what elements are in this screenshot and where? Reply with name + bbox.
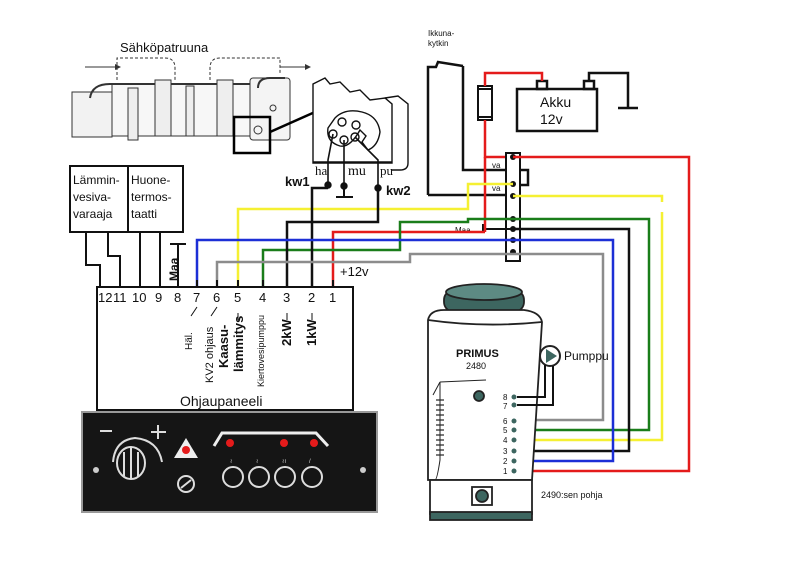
connector-highlight-box [232,115,272,155]
fuse [477,85,493,121]
va-label-bottom: va [492,184,501,193]
wire-red-battery [483,71,544,86]
label-circulation-pump: Kiertovesipumppu [256,315,266,387]
pump-label: Pumppu [564,349,609,363]
svg-text:≀≀: ≀≀ [282,459,287,465]
boiler-terminal-1: 1 [503,467,508,476]
maa-label-terminal-8: Maa [167,257,181,281]
terminal-7: 7 [193,290,200,305]
boiler-terminal-2: 2 [503,457,508,466]
pin-label-pu: pu [380,163,394,178]
water-heater-label-3: varaaja [73,207,113,221]
pump [517,345,561,406]
label-kv2-control: KV2 ohjaus [204,326,216,383]
thermostat-label-3: taatti [131,207,157,221]
boiler-terminal-8: 8 [503,393,508,402]
boiler-base-note: 2490:sen pohja [541,490,603,500]
heater-cartridge: Sähköpatruuna [71,40,316,155]
boiler-terminal-5: 5 [503,426,508,435]
label-1kw: 1kW [304,319,319,346]
control-panel-box [96,286,354,411]
window-switch [426,60,530,197]
terminal-4: 4 [259,290,266,305]
panel-button-1[interactable] [222,466,244,488]
window-switch-label-1: Ikkuna- [428,29,455,38]
wire-red-fuse-to-block [483,120,512,159]
boiler-brand: PRIMUS [456,348,499,360]
led-3 [280,439,288,447]
label-gas-heating-1: Kaasu- [216,325,231,368]
terminal-stubs [99,280,334,287]
panel-button-4[interactable] [301,466,323,488]
va-label-top: va [492,161,501,170]
ground-label-block: Maa [455,226,471,235]
control-panel-title: Ohjaupaneeli [180,393,263,409]
terminal-10: 10 [132,290,146,305]
water-heater-label-1: Lämmin- [73,173,120,187]
wire-yellow-gas-heating [236,182,513,287]
kw1-label: kw1 [285,174,310,189]
boiler-terminal-3: 3 [503,447,508,456]
connector-closeup: ha mu pu [312,77,409,198]
pin-label-ha: ha [315,163,328,178]
svg-text:/: / [309,459,311,465]
svg-text:≀: ≀ [230,459,232,465]
boiler-terminal-6: 6 [503,417,508,426]
wire-black-boiler-3 [513,227,631,453]
label-2kw: 2kW [279,319,294,346]
wire-yellow-boiler-4 [513,194,664,442]
warning-led [182,446,190,454]
pin-label-mu: mu [348,164,366,179]
terminal-2: 2 [308,290,315,305]
kw2-label: kw2 [386,183,411,198]
control-panel-front: ≀ ≀ ≀≀ / [81,411,378,513]
boiler-terminals [511,394,517,474]
window-switch-label-2: kytkin [428,39,448,48]
battery-label-1: Akku [540,94,571,110]
boiler [427,283,543,521]
water-heater-box [69,165,129,233]
led-4 [310,439,318,447]
boiler-terminal-4: 4 [503,436,508,445]
wire-black-2kw [285,188,380,287]
thermostat-label-1: Huone- [131,173,170,187]
svg-text:≀: ≀ [256,459,258,465]
reset-screw-icon[interactable] [177,475,195,493]
function-labels [190,306,313,320]
terminal-11: 11 [113,290,127,305]
thermostat-box [127,165,184,233]
temperature-knob[interactable] [100,425,166,480]
thermostat-label-2: termos- [131,190,172,204]
panel-button-2[interactable] [248,466,270,488]
plus12v-label: +12v [340,264,369,279]
boiler-model: 2480 [466,361,486,371]
terminal-3: 3 [283,290,290,305]
led-1 [226,439,234,447]
wire-blue-alarm [195,238,615,463]
label-gas-heating-2: lämmitys [231,316,246,372]
terminal-9: 9 [155,290,162,305]
panel-button-3[interactable] [274,466,296,488]
battery-label-2: 12v [540,111,563,127]
terminal-8: 8 [174,290,181,305]
terminal-1: 1 [329,290,336,305]
boiler-terminal-7: 7 [503,402,508,411]
terminal-6: 6 [213,290,220,305]
wire-gray-kv2 [215,252,605,422]
water-heater-label-2: vesiva- [73,190,111,204]
wire-black-1kw [310,186,328,287]
label-alarm: Häl. [184,332,195,350]
battery [515,71,638,133]
terminal-12: 12 [98,290,112,305]
terminal-block [505,152,521,262]
wire-red-boiler-1 [513,155,691,473]
external-box-wires [85,232,186,287]
heater-cartridge-title: Sähköpatruuna [120,40,209,55]
wire-green-circulation-pump [261,217,651,432]
terminal-5: 5 [234,290,241,305]
